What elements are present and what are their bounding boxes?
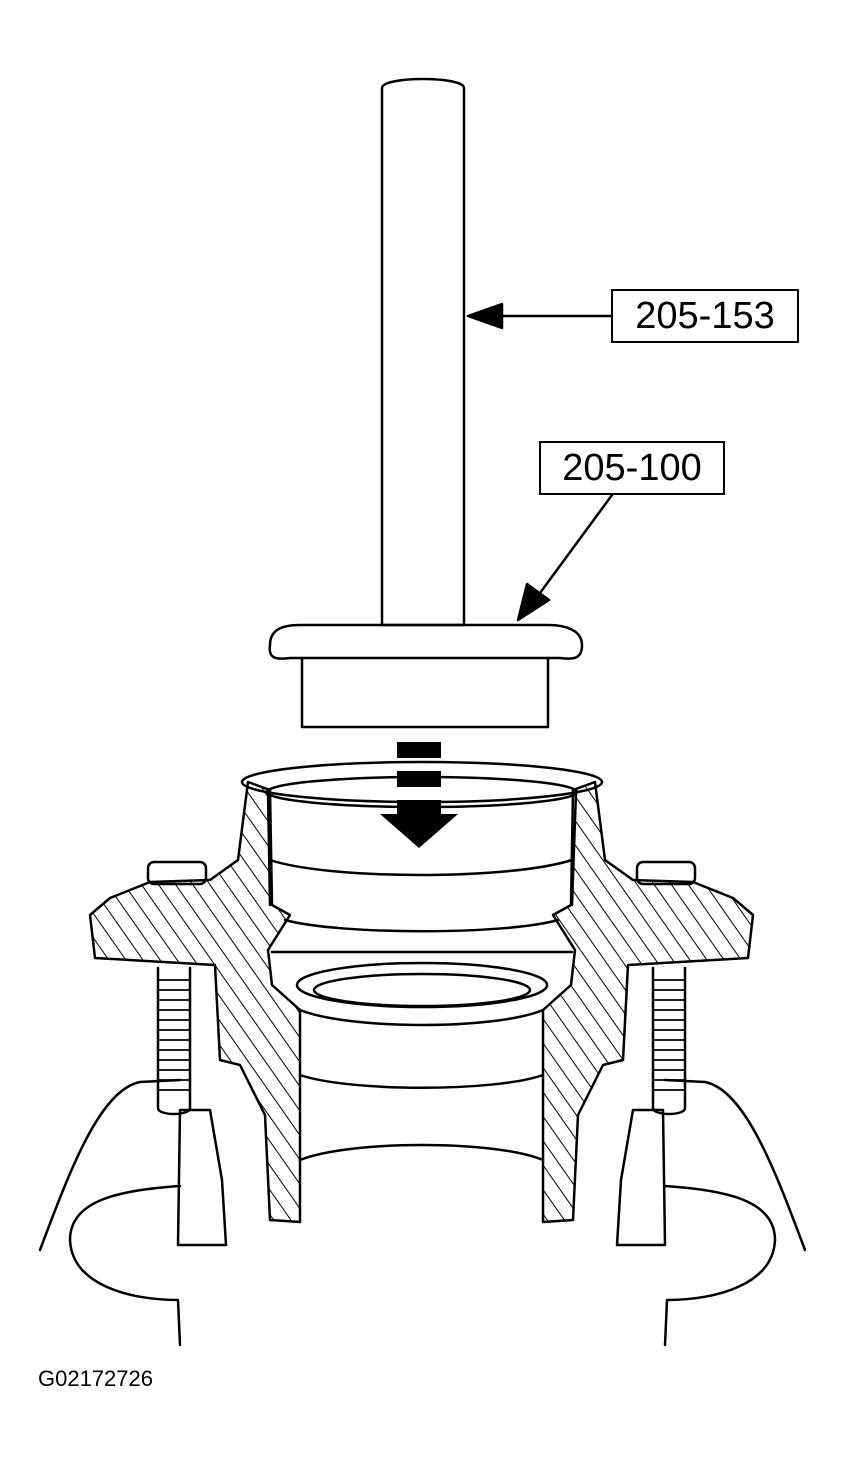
wheel-hub — [88, 760, 755, 1224]
press-direction-arrow-icon — [380, 742, 458, 848]
wheel-stud-right — [651, 966, 687, 1116]
installer-205-100 — [268, 623, 584, 729]
leader-205-153 — [466, 302, 613, 330]
figure-id: G02172726 — [38, 1366, 153, 1391]
leader-205-100 — [516, 493, 614, 622]
callout-205-153: 205-153 — [611, 289, 799, 343]
callout-205-100: 205-100 — [539, 441, 725, 495]
steering-knuckle — [38, 1078, 807, 1347]
wheel-stud-left — [156, 966, 192, 1116]
handle-205-153 — [380, 77, 466, 627]
